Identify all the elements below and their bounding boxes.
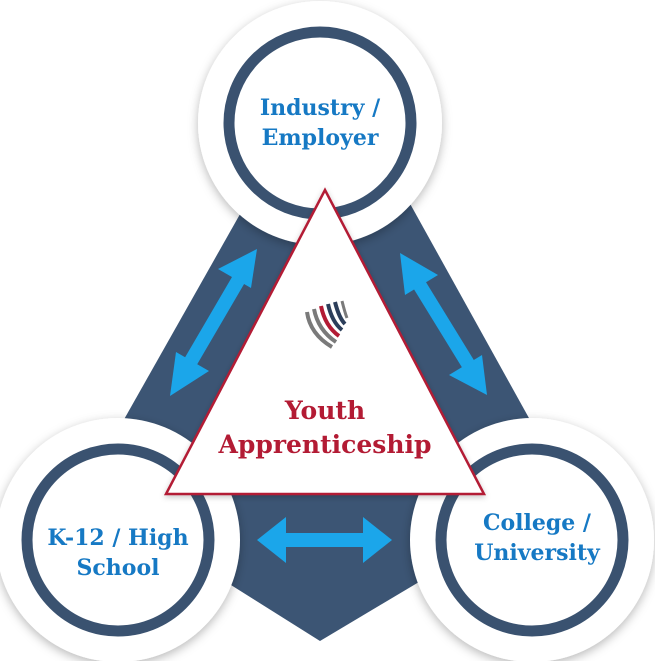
node-college-line2: University — [474, 540, 600, 566]
node-k12-line1: K-12 / High — [47, 525, 189, 551]
node-k12-line2: School — [76, 555, 160, 581]
node-k12-ring — [21, 443, 215, 637]
node-industry-line1: Industry / — [259, 95, 381, 121]
node-college-line1: College / — [483, 510, 591, 536]
node-college-ring — [435, 443, 629, 637]
stripes-shield-icon — [305, 300, 349, 349]
center-label-line2: Apprenticeship — [218, 430, 432, 459]
arrow-industry-k12 — [170, 249, 257, 396]
center-label: Youth Apprenticeship — [180, 394, 470, 462]
center-label-line1: Youth — [284, 396, 366, 425]
node-industry-label: Industry / Employer — [220, 93, 420, 153]
node-industry-line2: Employer — [261, 125, 379, 151]
arrow-k12-college — [257, 517, 392, 563]
node-k12-label: K-12 / High School — [18, 523, 218, 583]
arrow-industry-college — [400, 253, 487, 395]
node-college-label: College / University — [437, 508, 637, 568]
